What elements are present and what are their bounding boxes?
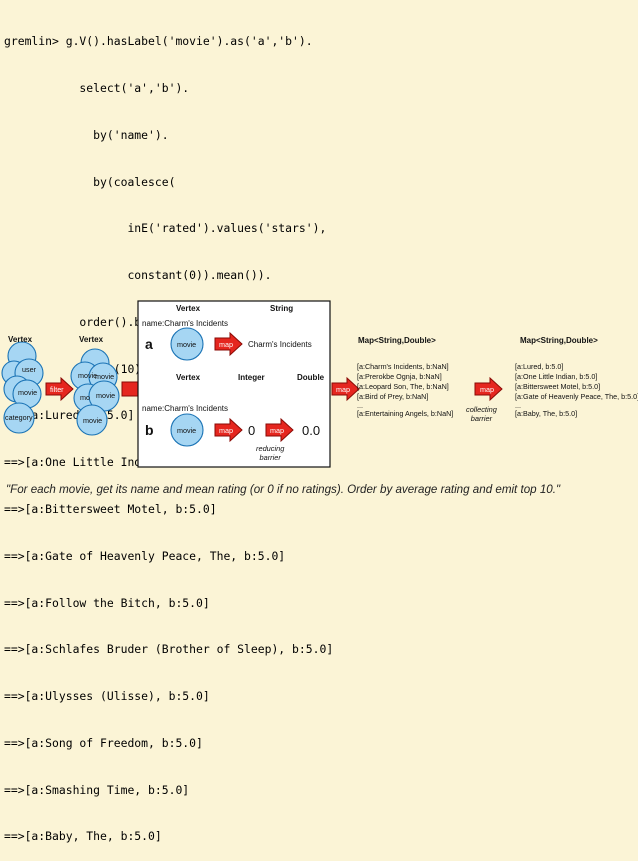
result-line: ==>[a:Baby, The, b:5.0] [4, 829, 162, 844]
query-line: inE('rated').values('stars'), [4, 221, 327, 236]
result-line: ==>[a:Bittersweet Motel, b:5.0] [4, 502, 217, 516]
caption: "For each movie, get its name and mean r… [6, 483, 561, 496]
cluster2-movie: movie [83, 416, 103, 425]
b-header-double: Double [297, 373, 325, 382]
map2-title: Map<String,Double> [520, 336, 598, 345]
result-line: ==>[a:Song of Freedom, b:5.0] [4, 735, 203, 750]
b-circle-label: movie [177, 426, 197, 435]
b-letter: b [145, 422, 154, 438]
reducing-barrier-label: reducing barrier [256, 444, 285, 462]
vertex-circle [76, 404, 108, 436]
b-zero: 0 [248, 423, 256, 438]
cluster1-user: user [22, 365, 36, 374]
b-map2-label: map [270, 426, 284, 435]
diagram-shapes [1, 300, 503, 468]
a-result: Charm's Incidents [248, 340, 312, 349]
a-letter: a [145, 336, 153, 352]
vertex-circle [3, 402, 35, 434]
map1-entry: [a:Prerokbe Ognja, b:NaN] [357, 372, 442, 381]
result-line: ==>[a:Follow the Bitch, b:5.0] [4, 595, 210, 610]
cluster2-movie: movie [78, 371, 98, 380]
b-name: name:Charm's Incidents [142, 404, 229, 413]
connector-square [121, 381, 139, 397]
result-line: ==>[a:Ulysses (Ulisse), b:5.0] [4, 689, 210, 704]
filter-label: filter [50, 385, 64, 394]
result-line: ==>[a:Schlafes Bruder (Brother of Sleep)… [4, 642, 334, 657]
query-line: constant(0)).mean()). [4, 268, 272, 283]
map2-entry: [a:Bittersweet Motel, b:5.0] [515, 382, 601, 391]
map1-entry: [a:Bird of Prey, b:NaN] [357, 392, 429, 401]
cluster2-movie: movie [96, 391, 116, 400]
map1-entry: [a:Entertaining Angels, b:NaN] [357, 409, 454, 418]
a-map-label: map [219, 340, 233, 349]
map2-entry: [a:Baby, The, b:5.0] [515, 409, 578, 418]
a-movie-circle [170, 327, 204, 361]
map1-entry: ... [357, 401, 363, 410]
map2-entry: [a:Gate of Heavenly Peace, The, b:5.0] [515, 392, 638, 401]
map1-entry: [a:Charm's Incidents, b:NaN] [357, 362, 449, 371]
vertex-cluster-1 [1, 341, 44, 434]
b-movie-circle [170, 413, 204, 447]
traversal-diagram: Vertex Vertex user movie category movie … [0, 296, 638, 472]
query-line: gremlin> g.V().hasLabel('movie').as('a',… [4, 34, 313, 49]
cluster1-movie: movie [18, 388, 38, 397]
vertex-cluster-2 [70, 348, 120, 436]
query-line: by(coalesce( [4, 174, 176, 189]
a-header-vertex: Vertex [176, 304, 201, 313]
cluster2-mo: mo [80, 393, 90, 402]
a-header-string: String [270, 304, 294, 313]
collecting-barrier-label: collecting barrier [466, 405, 497, 423]
b-header-integer: Integer [238, 373, 265, 382]
cluster2-movie: movie [95, 372, 115, 381]
b-double: 0.0 [302, 423, 321, 438]
query-line: select('a','b'). [4, 80, 190, 95]
map2-entry: ... [515, 401, 521, 410]
result-line: ==>[a:Smashing Time, b:5.0] [4, 782, 190, 797]
b-header-vertex: Vertex [176, 373, 201, 382]
map2-entry: [a:Lured, b:5.0] [515, 362, 564, 371]
cluster1-category: category [5, 413, 33, 422]
collect-map-label: map [480, 385, 494, 394]
select-box [137, 300, 331, 468]
result-line: ==>[a:Gate of Heavenly Peace, The, b:5.0… [4, 548, 286, 563]
map1-title: Map<String,Double> [358, 336, 436, 345]
a-name: name:Charm's Incidents [142, 319, 229, 328]
vertex-label-2: Vertex [79, 335, 104, 344]
query-line: by('name'). [4, 127, 169, 142]
b-map1-label: map [219, 426, 233, 435]
map1-entry: [a:Leopard Son, The, b:NaN] [357, 382, 449, 391]
a-circle-label: movie [177, 340, 197, 349]
map-out-label: map [336, 385, 350, 394]
vertex-label-1: Vertex [8, 335, 33, 344]
map2-entry: [a:One Little Indian, b:5.0] [515, 372, 598, 381]
